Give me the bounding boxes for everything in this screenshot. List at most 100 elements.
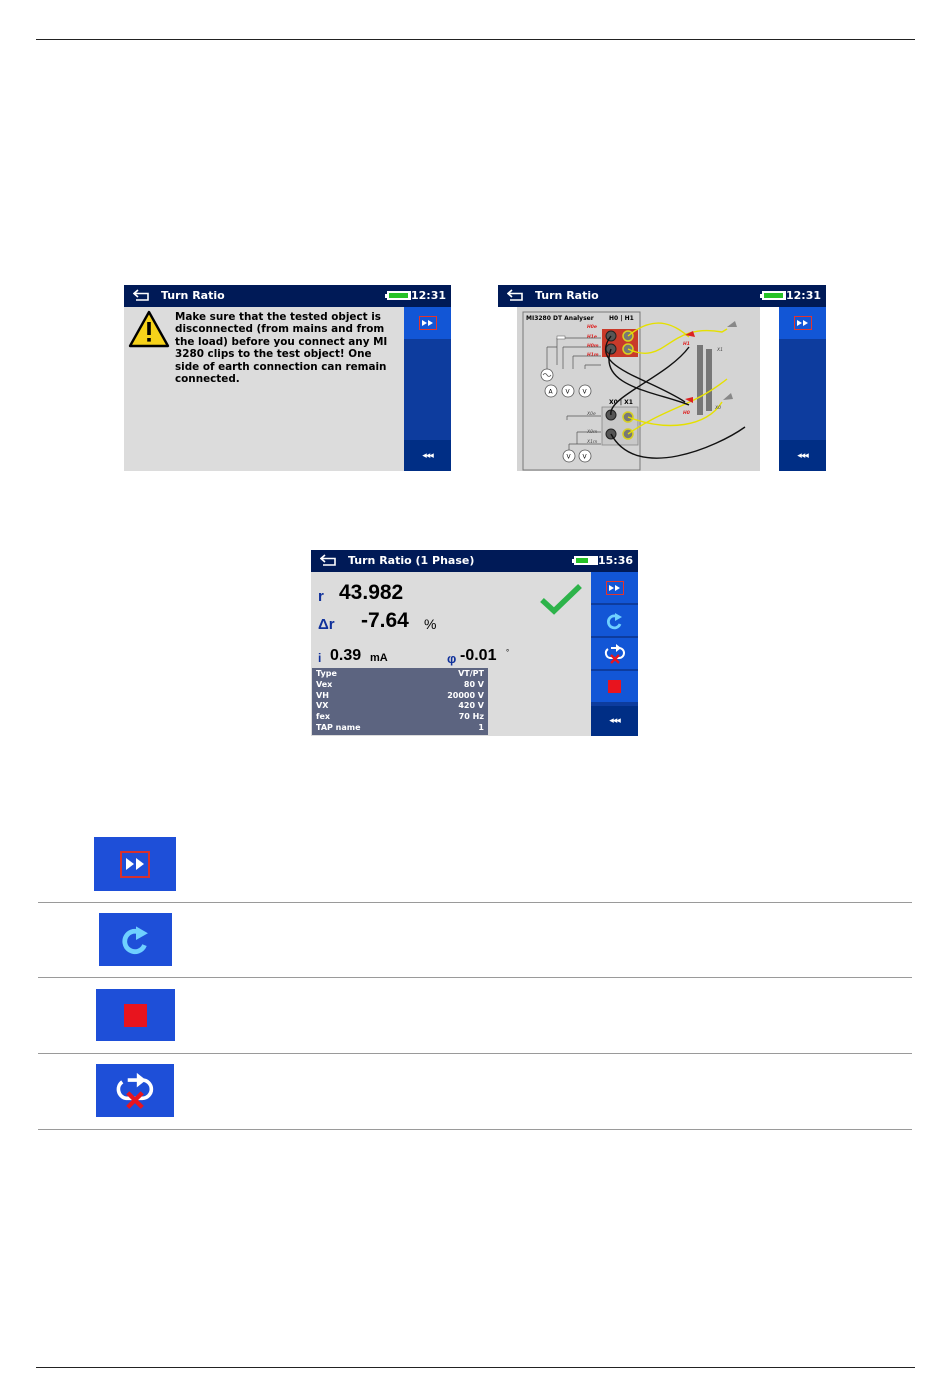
analyser-label: MI3280 DT Analyser (526, 315, 594, 322)
voltmeter-label: V (567, 454, 572, 461)
forward-icon (605, 580, 624, 595)
parameter-name: Type (316, 669, 337, 678)
clock: 12:31 (785, 289, 821, 302)
current-unit: mA (370, 652, 388, 664)
ratio-deviation-unit: % (424, 616, 437, 632)
footer-rule (36, 1367, 915, 1368)
parameter-value: 1 (478, 722, 484, 732)
parameter-row: Type VT/PT (312, 669, 488, 680)
forward-button[interactable] (404, 307, 451, 339)
clock: 15:36 (597, 554, 633, 567)
terminal-label: H1e (587, 334, 597, 340)
warning-text: Make sure that the tested object is disc… (175, 311, 388, 386)
rewind-icon: ◂◂◂ (797, 450, 809, 461)
h-group-label: H0 | H1 (609, 315, 634, 322)
header-rule (36, 39, 915, 40)
title-bar: Turn Ratio 12:31 (124, 285, 451, 307)
stop-icon (124, 1003, 147, 1027)
table-rule (38, 1053, 912, 1054)
current-value: 0.39 (330, 647, 362, 664)
rewind-icon: ◂◂◂ (609, 716, 621, 726)
back-menu-button[interactable]: ◂◂◂ (779, 440, 826, 471)
side-menu: ◂◂◂ (404, 307, 451, 471)
side-menu: ◂◂◂ (591, 572, 638, 736)
warning-icon (128, 310, 170, 348)
parameter-name: TAP name (316, 722, 361, 732)
screen-title: Turn Ratio (1 Phase) (348, 554, 475, 567)
screen-title: Turn Ratio (535, 289, 599, 302)
parameter-value: 420 V (458, 701, 484, 711)
transformer-core (697, 345, 703, 415)
parameter-row: Vex 80 V (312, 680, 488, 691)
ammeter-label: A (549, 389, 554, 396)
voltmeter-label: V (566, 389, 571, 396)
back-icon[interactable] (133, 289, 149, 301)
repeat-key (99, 913, 172, 966)
parameter-name: Vex (316, 679, 333, 689)
current-symbol: i (318, 651, 322, 665)
ratio-deviation-value: -7.64 (361, 609, 409, 632)
forward-icon (120, 850, 150, 878)
parameter-value: 20000 V (447, 690, 484, 700)
x-group-label: X0 | X1 (609, 399, 633, 406)
battery-icon (572, 556, 598, 565)
rewind-icon: ◂◂◂ (422, 450, 434, 461)
warning-screen: Turn Ratio 12:31 Make sure that the test… (124, 285, 451, 471)
side-menu: ◂◂◂ (779, 307, 826, 471)
title-bar: Turn Ratio 12:31 (498, 285, 826, 307)
forward-icon (793, 316, 812, 330)
phase-value: -0.01 (460, 647, 497, 664)
repeat-cancel-key (96, 1064, 174, 1117)
parameter-row: TAP name 1 (312, 723, 488, 734)
terminal-label: H1m (587, 352, 599, 358)
voltmeter-label: V (583, 454, 588, 461)
clock: 12:31 (410, 289, 446, 302)
parameter-name: VH (316, 690, 329, 700)
ratio-symbol: r (318, 588, 324, 605)
battery-icon (385, 291, 411, 300)
repeat-cancel-icon (116, 1072, 154, 1109)
forward-key (94, 837, 176, 891)
clamp-label: X0 (714, 405, 721, 411)
forward-button[interactable] (779, 307, 826, 339)
stop-button[interactable] (591, 671, 638, 702)
phase-symbol: φ (447, 651, 457, 666)
parameter-row: VH 20000 V (312, 691, 488, 702)
terminal-label: H0e (587, 324, 597, 330)
clamp-label: H0 (683, 410, 690, 416)
repeat-icon (606, 612, 622, 629)
terminal-label: H0m (587, 343, 599, 349)
result-content: r 43.982 Δr -7.64 % i 0.39 mA φ -0.01 ° … (311, 572, 591, 736)
back-icon[interactable] (507, 289, 523, 301)
back-icon[interactable] (320, 554, 336, 566)
voltmeter-label: V (583, 389, 588, 396)
terminal-label: X1m (586, 439, 598, 445)
clamp-label: H1 (683, 341, 690, 347)
repeat-cancel-button[interactable] (591, 638, 638, 669)
repeat-button[interactable] (591, 605, 638, 636)
forward-icon (418, 316, 437, 330)
stop-key (96, 989, 175, 1041)
parameter-value: 80 V (463, 679, 484, 689)
warning-content: Make sure that the tested object is disc… (124, 307, 404, 471)
table-rule (38, 977, 912, 978)
repeat-cancel-icon (604, 643, 625, 664)
battery-icon (760, 291, 786, 300)
repeat-icon (121, 925, 148, 954)
connection-diagram: MI3280 DT Analyser H0 | H1 X0 | X1 H0e H… (517, 307, 760, 471)
ratio-deviation-symbol: Δr (318, 616, 335, 633)
parameter-row: fex 70 Hz (312, 712, 488, 723)
parameter-value: 70 Hz (458, 712, 484, 722)
result-screen: Turn Ratio (1 Phase) 15:36 r 43.982 Δr -… (311, 550, 638, 736)
back-menu-button[interactable]: ◂◂◂ (404, 440, 451, 471)
parameter-name: fex (316, 712, 331, 722)
parameter-value: VT/PT (458, 669, 484, 678)
back-menu-button[interactable]: ◂◂◂ (591, 706, 638, 736)
screen-title: Turn Ratio (161, 289, 225, 302)
phase-unit: ° (506, 648, 510, 657)
diagram-screen: Turn Ratio 12:31 MI3280 DT Analyser H0 |… (498, 285, 826, 471)
table-rule (38, 902, 912, 903)
forward-button[interactable] (591, 572, 638, 603)
